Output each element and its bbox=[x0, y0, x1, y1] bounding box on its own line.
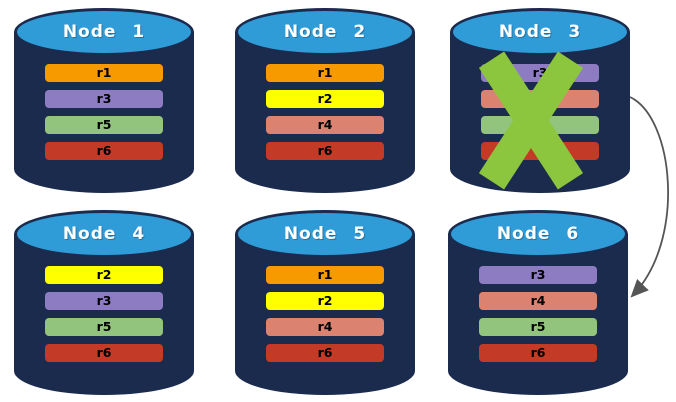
replica-bar: r6 bbox=[45, 344, 163, 362]
replica-bar: r3 bbox=[479, 266, 597, 284]
replica-bar: r5 bbox=[45, 318, 163, 336]
replica-bar: r6 bbox=[45, 142, 163, 160]
replica-bar: r5 bbox=[45, 116, 163, 134]
replica-list: r2 r3 r5 r6 bbox=[14, 266, 194, 362]
failover-arrow-path bbox=[629, 96, 669, 298]
node-title: Node 2 bbox=[283, 22, 367, 42]
replica-bar: r3 bbox=[45, 292, 163, 310]
replica-bar: r2 bbox=[45, 266, 163, 284]
replica-bar: r1 bbox=[266, 266, 384, 284]
node-title: Node 5 bbox=[283, 224, 367, 244]
replica-bar: r4 bbox=[266, 116, 384, 134]
replica-bar: r1 bbox=[266, 64, 384, 82]
cylinder-top: Node 4 bbox=[14, 210, 194, 258]
node-title: Node 4 bbox=[62, 224, 146, 244]
node-2: Node 2 r1 r2 r4 r6 bbox=[235, 8, 415, 193]
replica-bar: r2 bbox=[266, 292, 384, 310]
replica-bar: r4 bbox=[266, 318, 384, 336]
node-title: Node 1 bbox=[62, 22, 146, 42]
node-1: Node 1 r1 r3 r5 r6 bbox=[14, 8, 194, 193]
node-6: Node 6 r3 r4 r5 r6 bbox=[448, 210, 628, 395]
replica-bar: r5 bbox=[479, 318, 597, 336]
cylinder-top: Node 6 bbox=[448, 210, 628, 258]
replica-bar: r1 bbox=[45, 64, 163, 82]
replica-bar: r6 bbox=[266, 142, 384, 160]
replica-bar: r3 bbox=[45, 90, 163, 108]
cylinder-top: Node 2 bbox=[235, 8, 415, 56]
cylinder-top: Node 3 bbox=[450, 8, 630, 56]
cylinder-top: Node 5 bbox=[235, 210, 415, 258]
replica-bar: r2 bbox=[266, 90, 384, 108]
replica-list: r3 r4 r5 r6 bbox=[448, 266, 628, 362]
replica-list: r1 r2 r4 r6 bbox=[235, 266, 415, 362]
replica-bar: r4 bbox=[479, 292, 597, 310]
failure-x-mark bbox=[450, 8, 630, 193]
replica-list: r1 r3 r5 r6 bbox=[14, 64, 194, 160]
replica-bar: r6 bbox=[479, 344, 597, 362]
cylinder-top: Node 1 bbox=[14, 8, 194, 56]
node-title: Node 3 bbox=[498, 22, 582, 42]
replica-bar: r6 bbox=[266, 344, 384, 362]
node-5: Node 5 r1 r2 r4 r6 bbox=[235, 210, 415, 395]
replica-list: r1 r2 r4 r6 bbox=[235, 64, 415, 160]
node-4: Node 4 r2 r3 r5 r6 bbox=[14, 210, 194, 395]
node-3: Node 3 r3 bbox=[450, 8, 630, 193]
node-title: Node 6 bbox=[496, 224, 580, 244]
